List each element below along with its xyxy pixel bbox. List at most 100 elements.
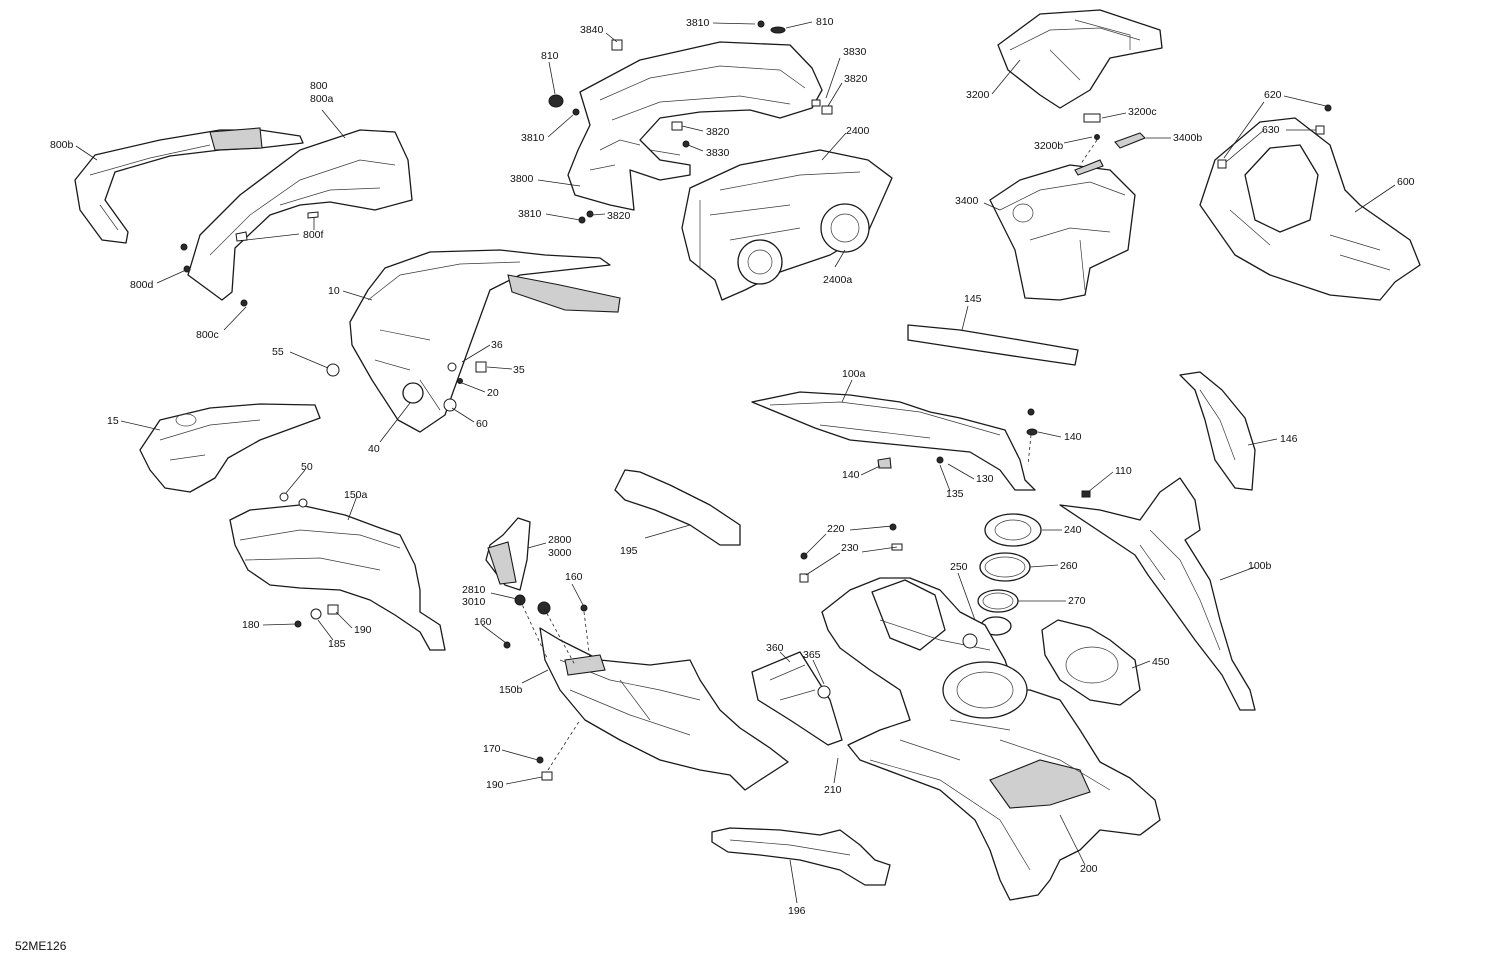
part-15-lower-fairing — [139, 403, 321, 493]
part-196-lower-trim — [711, 827, 891, 886]
callout-35: 35 — [513, 364, 525, 376]
callout-3820: 3820 — [844, 73, 868, 85]
part-260-gasket — [979, 552, 1031, 582]
callout-3000: 3000 — [548, 547, 572, 559]
callout-810: 810 — [816, 16, 834, 28]
callout-3400: 3400 — [955, 195, 979, 207]
callout-800d: 800d — [130, 279, 154, 291]
callout-800c: 800c — [196, 329, 219, 341]
callout-146: 146 — [1280, 433, 1298, 445]
callout-3810: 3810 — [521, 132, 545, 144]
callout-3800: 3800 — [510, 173, 534, 185]
callout-3200b: 3200b — [1034, 140, 1063, 152]
callout-800f: 800f — [303, 229, 324, 241]
callout-600: 600 — [1397, 176, 1415, 188]
part-150a-lower-side-panel — [229, 504, 446, 651]
callout-40: 40 — [368, 443, 380, 455]
callout-450: 450 — [1152, 656, 1170, 668]
callout-3830: 3830 — [843, 46, 867, 58]
callout-3830: 3830 — [706, 147, 730, 159]
callout-150b: 150b — [499, 684, 523, 696]
part-2800-footpeg-bracket — [485, 517, 531, 591]
callout-55: 55 — [272, 346, 284, 358]
callout-2800: 2800 — [548, 534, 572, 546]
callout-3200: 3200 — [966, 89, 990, 101]
part-240-cap-ring — [984, 513, 1042, 547]
callout-140: 140 — [842, 469, 860, 481]
callout-270: 270 — [1068, 595, 1086, 607]
part-600-gauge-housing — [1199, 117, 1421, 301]
callout-3400b: 3400b — [1173, 132, 1202, 144]
part-270-gasket — [977, 589, 1019, 613]
callout-2400a: 2400a — [823, 274, 852, 286]
part-10-front-fairing — [349, 249, 621, 433]
part-3800-support-bracket — [567, 41, 823, 211]
callout-10: 10 — [328, 285, 340, 297]
callout-3810: 3810 — [686, 17, 710, 29]
callout-160: 160 — [474, 616, 492, 628]
callout-135: 135 — [946, 488, 964, 500]
callout-3810: 3810 — [518, 208, 542, 220]
callout-36: 36 — [491, 339, 503, 351]
part-146-side-strip — [1179, 371, 1256, 491]
callout-185: 185 — [328, 638, 346, 650]
hardware-fasteners — [180, 20, 1332, 781]
callout-180: 180 — [242, 619, 260, 631]
callout-3010: 3010 — [462, 596, 486, 608]
callout-195: 195 — [620, 545, 638, 557]
callout-190: 190 — [354, 624, 372, 636]
callout-810: 810 — [541, 50, 559, 62]
callout-3200c: 3200c — [1128, 106, 1157, 118]
callout-200: 200 — [1080, 863, 1098, 875]
callout-3840: 3840 — [580, 24, 604, 36]
callout-2400: 2400 — [846, 125, 870, 137]
part-100a-side-panel — [751, 391, 1036, 491]
callout-100a: 100a — [842, 368, 866, 380]
leader-lines — [75, 21, 1396, 904]
callout-20: 20 — [487, 387, 499, 399]
part-3400-storage-bin — [989, 164, 1136, 301]
part-450-grip-cover — [1041, 619, 1141, 706]
part-800-windshield-panel — [187, 129, 413, 301]
callout-170: 170 — [483, 743, 501, 755]
callout-360: 360 — [766, 642, 784, 654]
part-360-cover-panel — [751, 651, 843, 746]
callout-210: 210 — [824, 784, 842, 796]
callout-145: 145 — [964, 293, 982, 305]
part-800b-handlebar-cover — [74, 127, 304, 244]
part-195-trim-strip — [614, 469, 741, 546]
callout-196: 196 — [788, 905, 806, 917]
callout-240: 240 — [1064, 524, 1082, 536]
callout-800: 800 — [310, 80, 328, 92]
callout-130: 130 — [976, 473, 994, 485]
callout-3820: 3820 — [607, 210, 631, 222]
callout-230: 230 — [841, 542, 859, 554]
callout-250: 250 — [950, 561, 968, 573]
callout-800b: 800b — [50, 139, 74, 151]
callout-labels: 3810 810 3840 810 3830 3820 3810 3820 38… — [50, 16, 1415, 917]
callout-100b: 100b — [1248, 560, 1272, 572]
callout-260: 260 — [1060, 560, 1078, 572]
callout-800a: 800a — [310, 93, 334, 105]
callout-15: 15 — [107, 415, 119, 427]
callout-3820: 3820 — [706, 126, 730, 138]
part-145-trim-strip — [907, 324, 1079, 366]
callout-190: 190 — [486, 779, 504, 791]
part-2400-headlight-assembly — [681, 149, 893, 301]
part-200-main-body — [821, 577, 1161, 901]
callout-620: 620 — [1264, 89, 1282, 101]
callout-220: 220 — [827, 523, 845, 535]
diagram-reference: 52ME126 — [15, 939, 67, 953]
callout-2810: 2810 — [462, 584, 486, 596]
callout-630: 630 — [1262, 124, 1280, 136]
part-3200-console-cover — [997, 9, 1163, 109]
part-3400b-pads — [1074, 132, 1146, 176]
callout-50: 50 — [301, 461, 313, 473]
part-100b-side-panel — [1059, 477, 1256, 711]
callout-110: 110 — [1115, 465, 1132, 477]
assembly-lines — [519, 139, 1098, 771]
part-150b-lower-side-panel — [539, 627, 789, 791]
callout-365: 365 — [803, 649, 821, 661]
callout-60: 60 — [476, 418, 488, 430]
